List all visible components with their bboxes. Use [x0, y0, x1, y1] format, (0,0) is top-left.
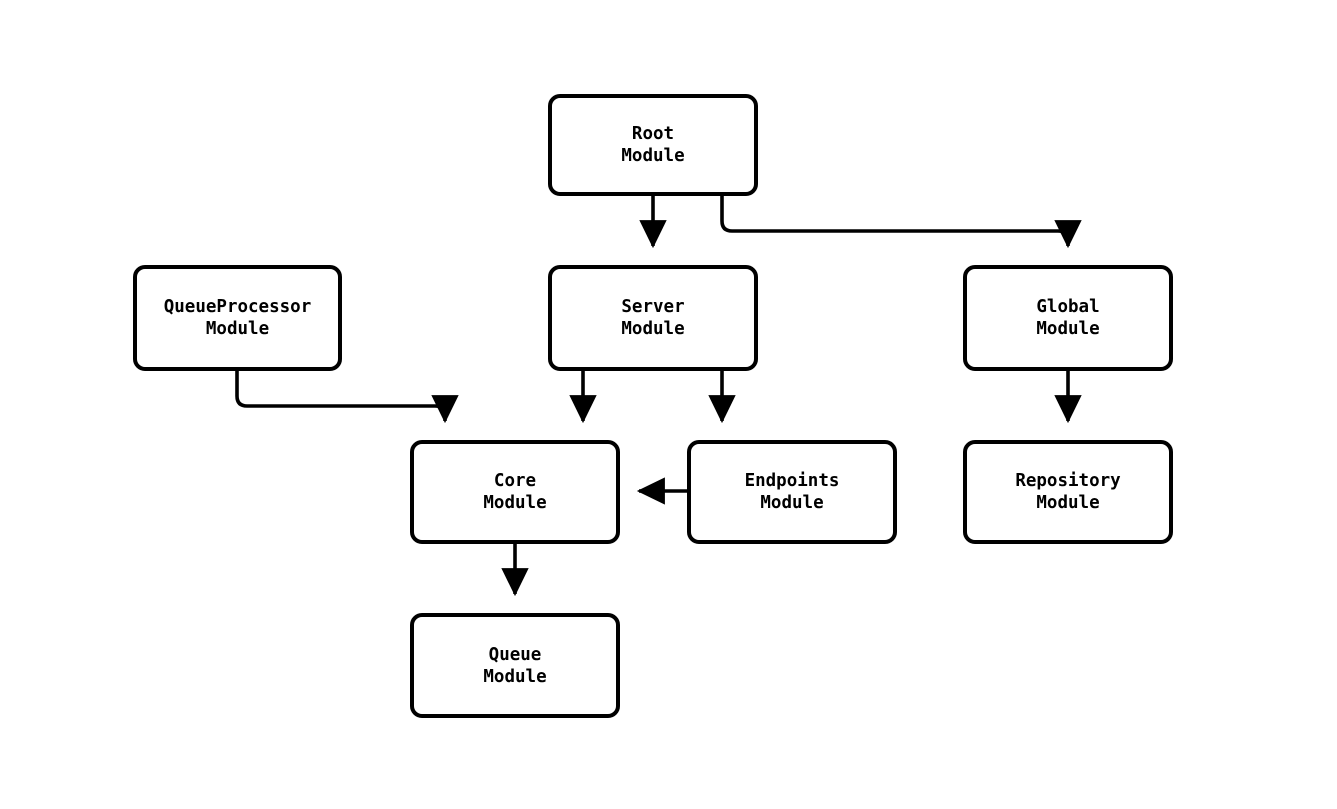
node-queue-module[interactable]: Queue Module: [410, 613, 620, 718]
node-root-module-line1: Root: [631, 124, 675, 144]
node-root-module[interactable]: Root Module: [548, 94, 758, 196]
node-global-module-line1: Global: [1036, 297, 1100, 317]
node-queueprocessor-module-line1: QueueProcessor: [163, 297, 312, 317]
node-repository-module-line2: Module: [1036, 493, 1100, 513]
node-root-module-line2: Module: [621, 146, 685, 166]
node-global-module[interactable]: Global Module: [963, 265, 1173, 371]
node-server-module-line2: Module: [621, 319, 685, 339]
node-queueprocessor-module[interactable]: QueueProcessor Module: [133, 265, 342, 371]
node-core-module[interactable]: Core Module: [410, 440, 620, 544]
node-repository-module-line1: Repository: [1015, 471, 1121, 491]
node-global-module-line2: Module: [1036, 319, 1100, 339]
node-endpoints-module-line2: Module: [760, 493, 824, 513]
node-queue-module-line1: Queue: [488, 644, 542, 665]
node-core-module-line1: Core: [493, 471, 537, 491]
node-endpoints-module[interactable]: Endpoints Module: [687, 440, 897, 544]
node-core-module-line2: Module: [483, 493, 547, 513]
node-repository-module[interactable]: Repository Module: [963, 440, 1173, 544]
node-server-module-line1: Server: [621, 297, 685, 317]
node-endpoints-module-line1: Endpoints: [744, 471, 840, 491]
node-server-module[interactable]: Server Module: [548, 265, 758, 371]
edge-queueprocessor-to-core: [235, 371, 459, 424]
node-queueprocessor-module-line2: Module: [205, 319, 270, 339]
edge-root-to-global: [720, 196, 1082, 249]
node-queue-module-line2: Module: [483, 666, 547, 687]
